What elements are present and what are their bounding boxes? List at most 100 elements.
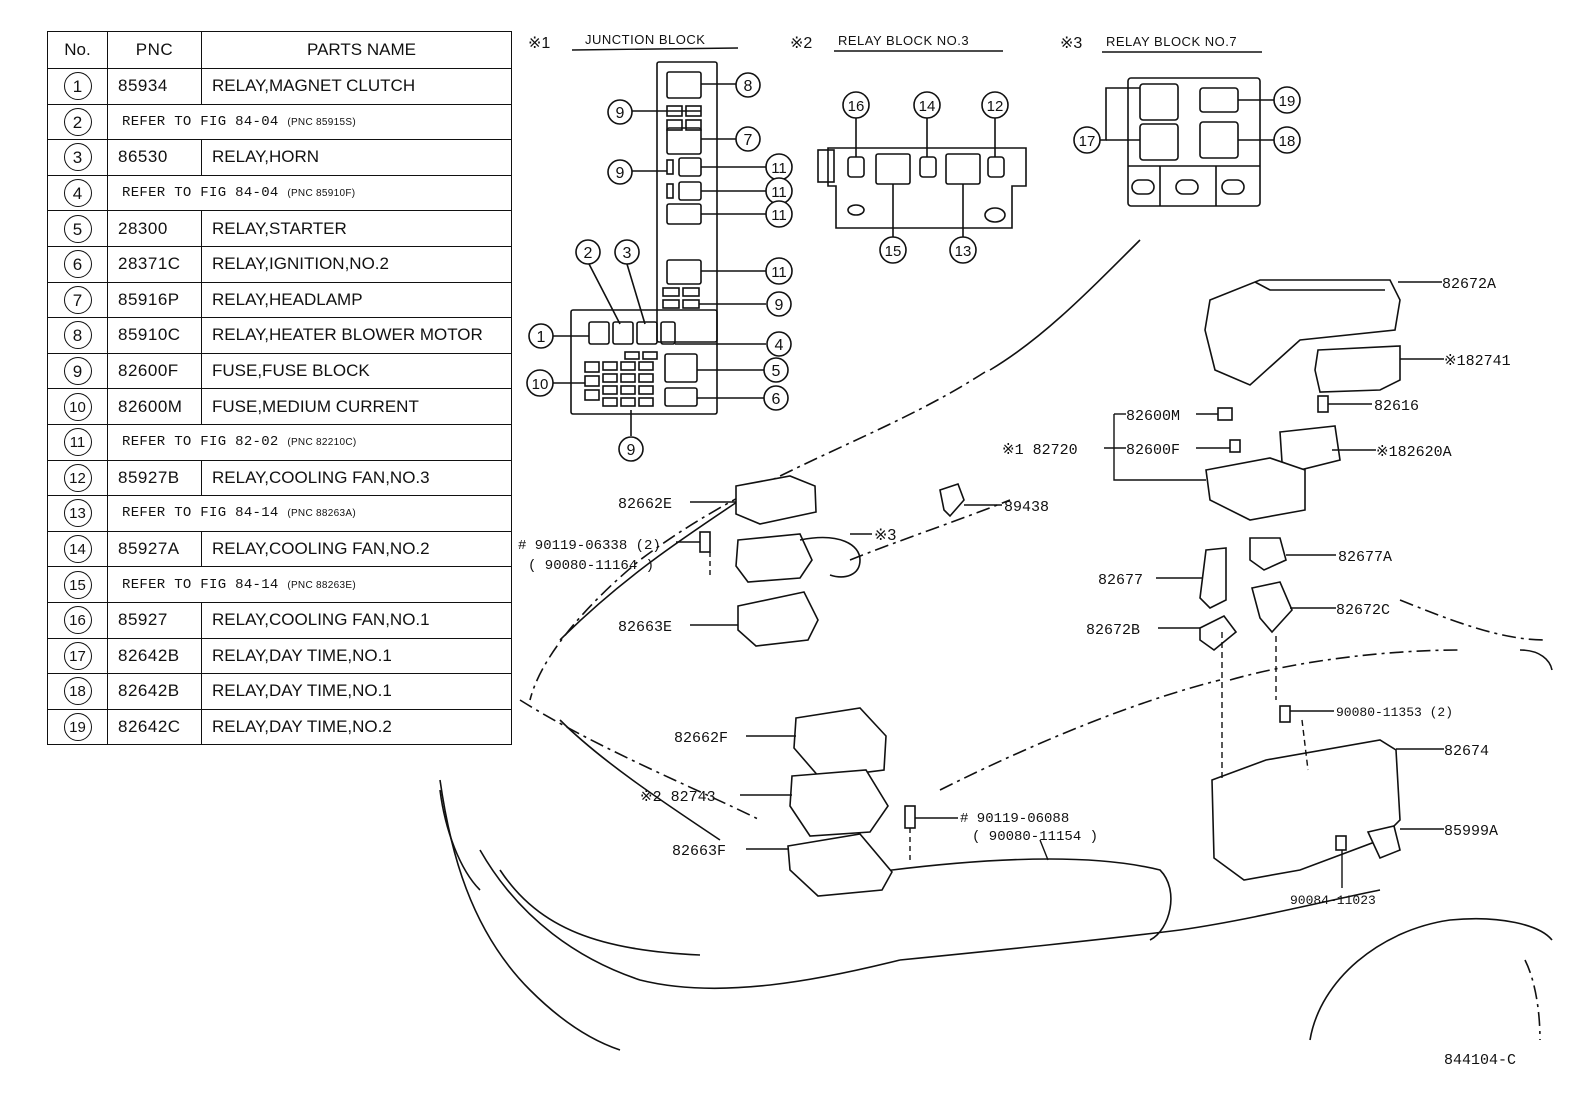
row-number: 7 xyxy=(47,281,108,319)
reference-note: REFER TO FIG 84-14 (PNC 88263E) xyxy=(107,566,512,603)
table-row: 4 REFER TO FIG 84-04 (PNC 85910F) xyxy=(47,174,512,212)
index-13-icon: 13 xyxy=(949,236,977,264)
relay-block-7-inset: ※3 RELAY BLOCK NO.7 17 19 18 xyxy=(1060,34,1301,207)
index-3-icon: 3 xyxy=(614,239,640,265)
index-9-icon: 9 xyxy=(766,291,792,317)
row-number-badge: 7 xyxy=(63,285,92,314)
pnc-cell: 82642B xyxy=(107,673,202,710)
row-number-badge: 5 xyxy=(63,214,92,243)
svg-text:9: 9 xyxy=(616,165,625,182)
reference-pnc: (PNC 82210C) xyxy=(287,437,357,449)
callout-82677: 82677 xyxy=(1098,572,1143,589)
index-16-icon: 16 xyxy=(842,91,870,119)
parts-name-cell: RELAY,DAY TIME,NO.1 xyxy=(201,637,512,675)
callout-82674: 82674 xyxy=(1444,743,1489,760)
pnc-cell: 28300 xyxy=(107,210,202,247)
svg-text:14: 14 xyxy=(919,98,936,115)
reference-text: REFER TO FIG 82-02 xyxy=(122,434,279,451)
pnc-cell: 85910C xyxy=(107,317,202,354)
callout-90080-11164: ( 90080-11164 ) xyxy=(528,558,654,574)
header-parts-name: PARTS NAME xyxy=(201,31,512,69)
figure-number: 844104-C xyxy=(1444,1052,1516,1069)
header-no: No. xyxy=(47,31,108,69)
parts-name-cell: FUSE,FUSE BLOCK xyxy=(201,352,512,390)
index-9-icon: 9 xyxy=(618,436,644,462)
callout-82672A: 82672A xyxy=(1442,276,1496,293)
index-1-icon: 1 xyxy=(528,323,554,349)
row-number: 1 xyxy=(47,68,108,105)
row-number-badge: 12 xyxy=(63,463,92,492)
parts-name-cell: RELAY,COOLING FAN,NO.1 xyxy=(201,601,512,639)
relay3-mark: ※2 xyxy=(790,35,812,52)
svg-text:2: 2 xyxy=(584,245,593,262)
index-14-icon: 14 xyxy=(913,91,941,119)
svg-text:13: 13 xyxy=(955,243,972,260)
table-row: 2 REFER TO FIG 84-04 (PNC 85915S) xyxy=(47,103,512,141)
relay3-title: RELAY BLOCK NO.3 xyxy=(838,33,969,48)
svg-text:11: 11 xyxy=(771,207,787,224)
callout-90080-11353: 90080-11353 (2) xyxy=(1336,705,1453,720)
svg-text:1: 1 xyxy=(537,329,546,346)
row-number-badge: 4 xyxy=(63,179,92,208)
svg-text:9: 9 xyxy=(627,442,636,459)
reference-text: REFER TO FIG 84-14 xyxy=(122,576,279,593)
row-number-badge: 11 xyxy=(63,428,92,457)
callout-82616: 82616 xyxy=(1374,398,1419,415)
row-number-badge: 13 xyxy=(63,499,92,528)
callout-82743: ※2 82743 xyxy=(640,789,716,806)
index-5-icon: 5 xyxy=(763,357,789,383)
row-number-badge: 2 xyxy=(63,107,92,136)
callout-82663E: 82663E xyxy=(618,619,672,636)
row-number: 18 xyxy=(47,673,108,710)
index-9-icon: 9 xyxy=(607,99,633,125)
callout-90084-11023: 90084-11023 xyxy=(1290,893,1376,908)
reference-pnc: (PNC 88263E) xyxy=(287,579,356,591)
callout-82600M: 82600M xyxy=(1126,408,1180,425)
svg-text:17: 17 xyxy=(1079,133,1096,150)
pnc-cell: 82642C xyxy=(107,708,202,746)
row-number: 2 xyxy=(47,103,108,141)
row-number: 13 xyxy=(47,495,108,532)
callout-82662F: 82662F xyxy=(674,730,728,747)
reference-note: REFER TO FIG 84-04 (PNC 85915S) xyxy=(107,103,512,141)
svg-text:7: 7 xyxy=(744,132,753,149)
row-number-badge: 6 xyxy=(63,250,92,279)
index-11-icon: 11 xyxy=(765,200,793,228)
callout-ref-3: ※3 xyxy=(874,527,896,544)
callout-82677A: 82677A xyxy=(1338,549,1392,566)
svg-text:3: 3 xyxy=(623,245,632,262)
reference-text: REFER TO FIG 84-14 xyxy=(122,505,279,522)
row-number-badge: 8 xyxy=(63,321,92,350)
reference-note: REFER TO FIG 82-02 (PNC 82210C) xyxy=(107,423,512,461)
svg-text:19: 19 xyxy=(1279,93,1296,110)
index-4-icon: 4 xyxy=(766,331,792,357)
index-15-icon: 15 xyxy=(879,236,907,264)
index-8-icon: 8 xyxy=(735,72,761,98)
callout-82662E: 82662E xyxy=(618,496,672,513)
junction-title: JUNCTION BLOCK xyxy=(585,32,705,47)
svg-text:11: 11 xyxy=(771,184,787,201)
callout-90080-11154: ( 90080-11154 ) xyxy=(972,829,1098,845)
callout-82720: ※1 82720 xyxy=(1002,442,1078,459)
index-10-icon: 10 xyxy=(526,369,554,397)
reference-text: REFER TO FIG 84-04 xyxy=(122,185,279,202)
parts-name-cell: RELAY,COOLING FAN,NO.2 xyxy=(201,530,512,568)
pnc-cell: 86530 xyxy=(107,139,202,176)
row-number-badge: 10 xyxy=(63,392,92,421)
row-number: 15 xyxy=(47,566,108,603)
row-number: 19 xyxy=(47,708,108,746)
reference-pnc: (PNC 85910F) xyxy=(287,188,356,200)
parts-name-cell: RELAY,STARTER xyxy=(201,210,512,247)
header-pnc: PNC xyxy=(107,31,202,69)
callout-89438: 89438 xyxy=(1004,499,1049,516)
relay-block-3-inset: ※2 RELAY BLOCK NO.3 16 14 12 15 13 xyxy=(790,33,1027,264)
